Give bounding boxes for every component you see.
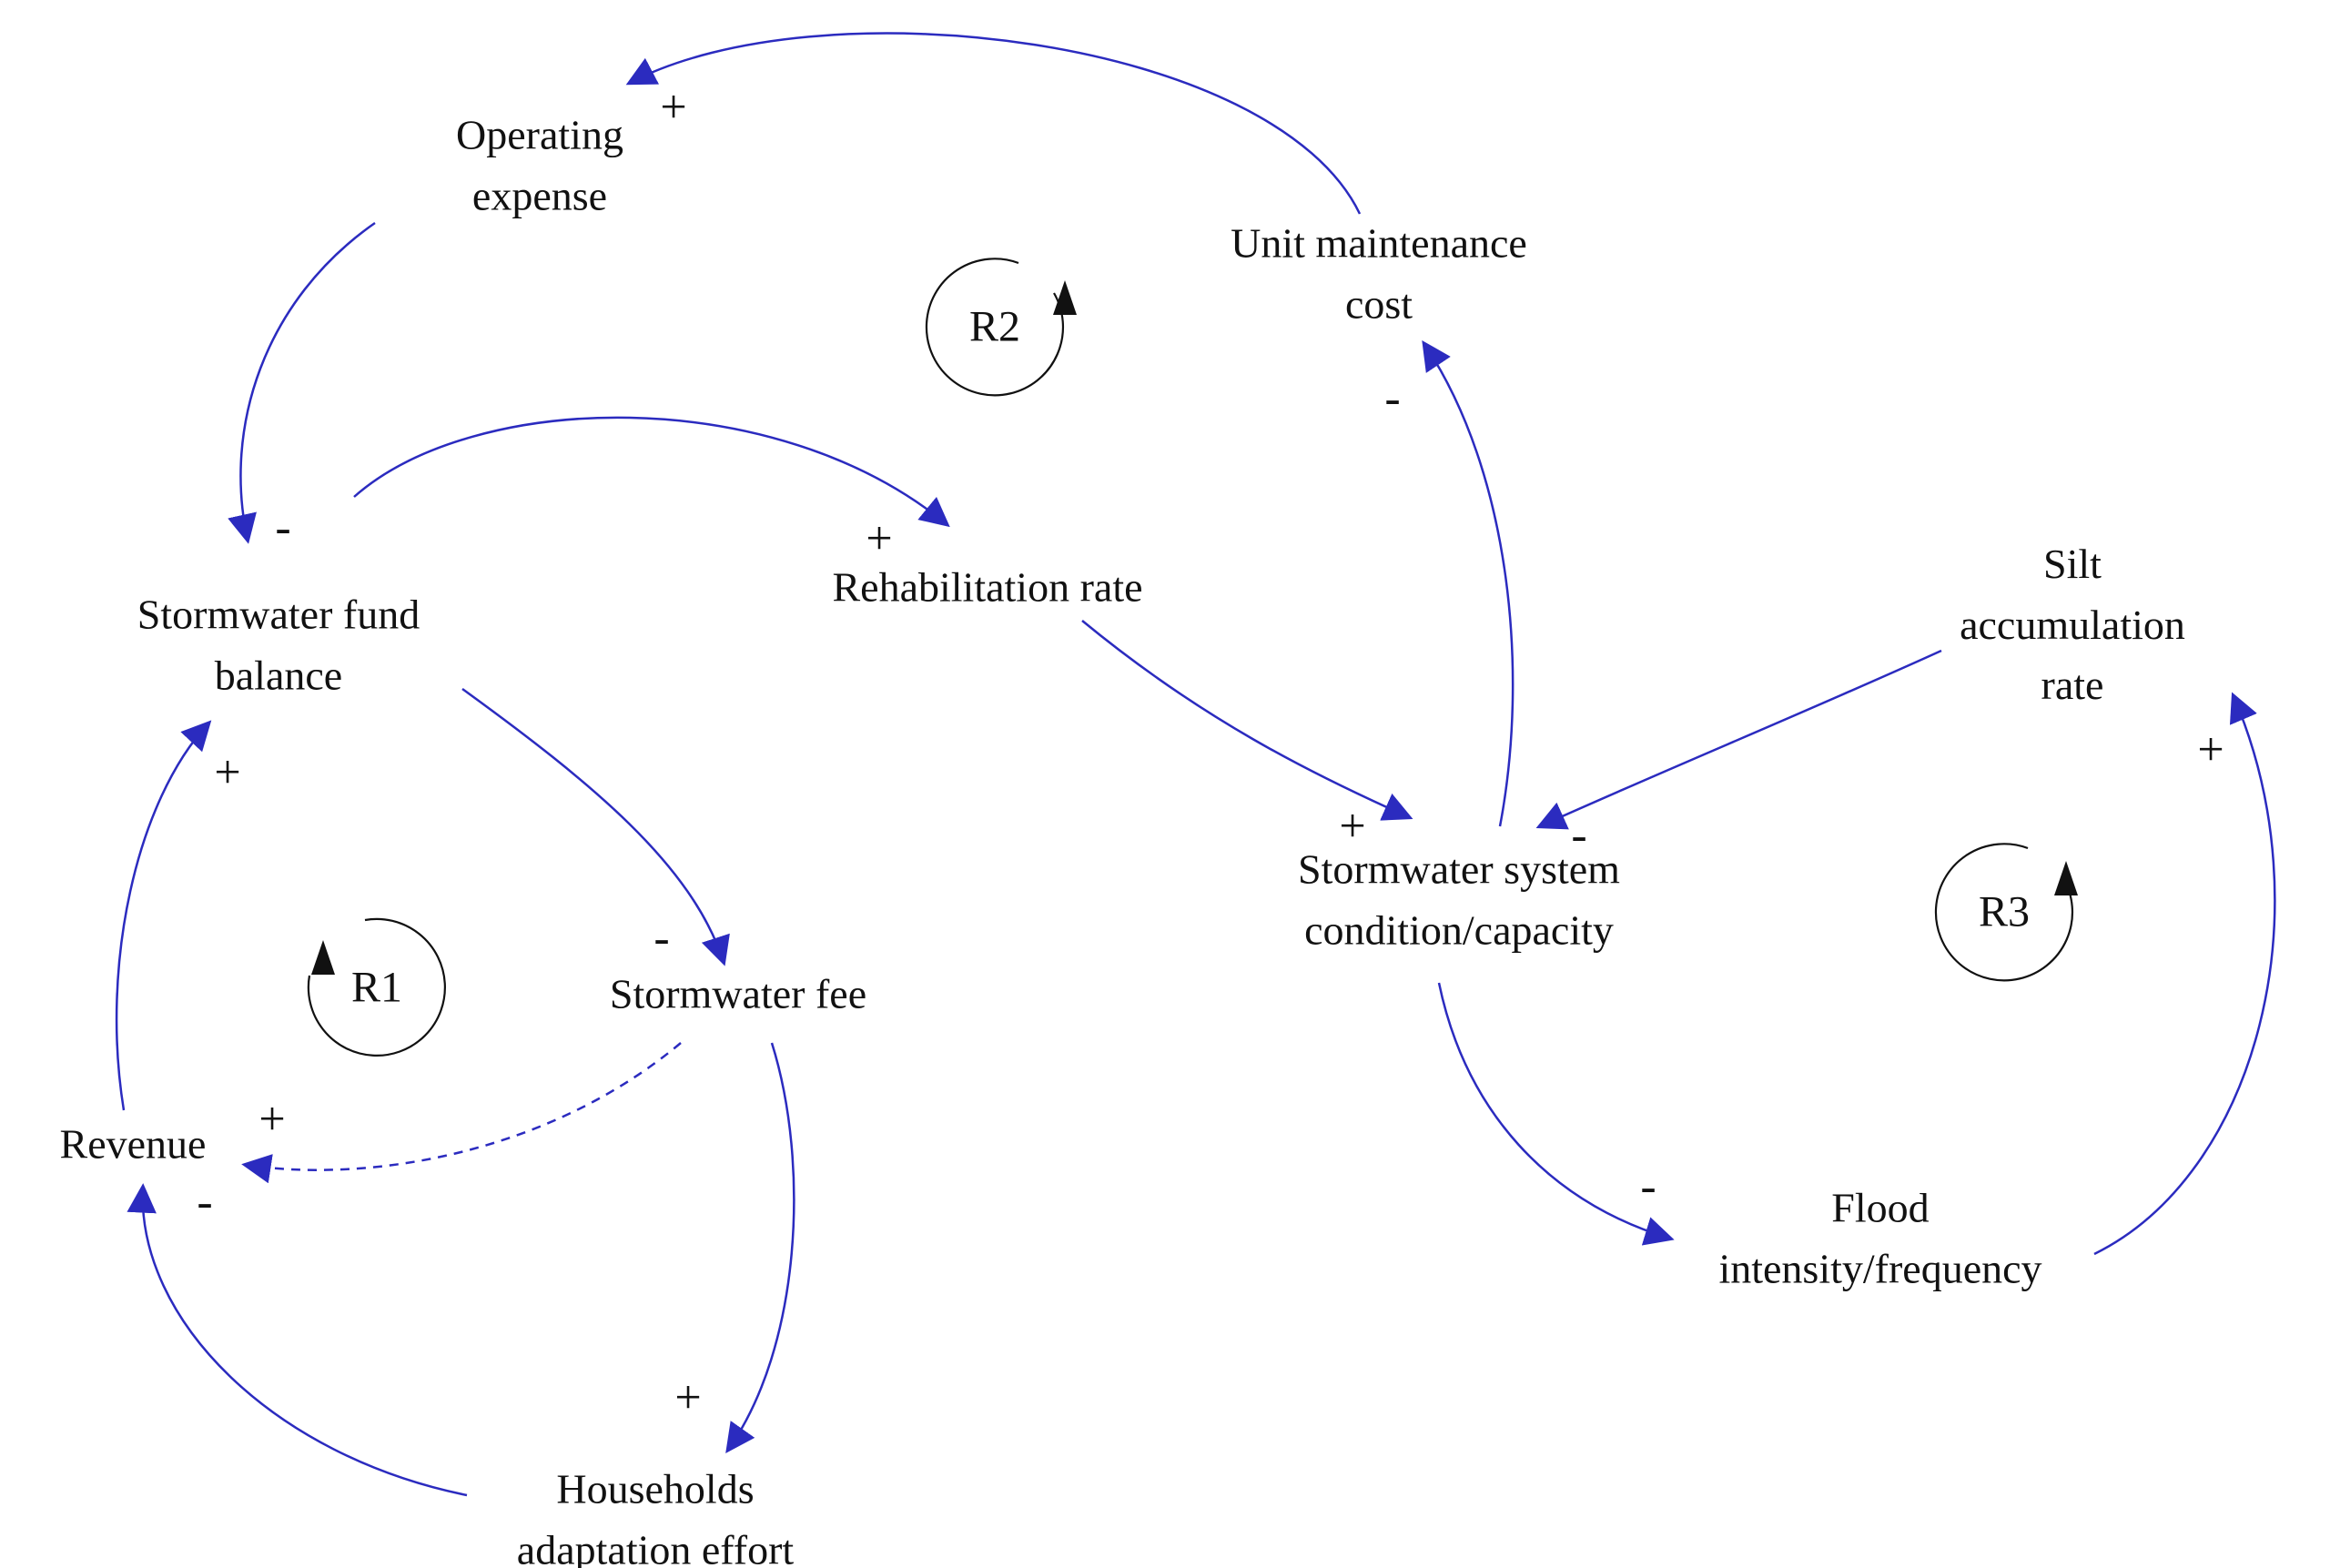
polarity-sign-unit-maintenance-to-operating: + bbox=[660, 81, 687, 134]
node-households-adaptation-effort: Households adaptation effort bbox=[516, 1465, 795, 1568]
polarity-sign-rehab-to-condition: + bbox=[1339, 800, 1366, 853]
loop-label-r2: R2 bbox=[968, 302, 1021, 351]
polarity-sign-households-to-revenue: - bbox=[197, 1176, 213, 1229]
polarity-sign-flood-to-silt: + bbox=[2197, 723, 2224, 776]
polarity-sign-condition-to-unit-maintenance: - bbox=[1384, 372, 1401, 425]
polarity-sign-fee-to-revenue: + bbox=[258, 1093, 286, 1146]
polarity-sign-silt-to-condition: - bbox=[1571, 809, 1587, 862]
edge-system-condition-to-flood-intensity bbox=[1437, 982, 1675, 1246]
node-stormwater-fund-balance: Stormwater fund balance bbox=[137, 591, 420, 698]
node-flood-intensity-frequency: Flood intensity/frequency bbox=[1718, 1184, 2042, 1291]
edge-system-condition-to-unit-maintenance bbox=[1422, 339, 1514, 827]
polarity-sign-fund-balance-to-fee: - bbox=[653, 912, 670, 965]
edge-rehabilitation-rate-to-system-condition bbox=[1081, 620, 1413, 821]
node-revenue: Revenue bbox=[59, 1120, 207, 1168]
edge-fund-balance-to-stormwater-fee bbox=[461, 687, 730, 966]
edge-revenue-to-fund-balance bbox=[115, 720, 212, 1111]
edge-silt-accumulation-to-system-condition bbox=[1535, 649, 1942, 830]
node-rehabilitation-rate: Rehabilitation rate bbox=[832, 563, 1143, 611]
node-silt-accumulation-rate: Silt accumulation rate bbox=[1960, 540, 2185, 709]
edge-households-to-revenue bbox=[127, 1183, 468, 1497]
loop-circle-r3 bbox=[1934, 843, 2073, 982]
edge-stormwater-fee-to-revenue bbox=[241, 1042, 682, 1184]
edge-unit-maintenance-to-operating-expense bbox=[625, 32, 1362, 215]
node-stormwater-system-condition: Stormwater system condition/capacity bbox=[1298, 845, 1620, 953]
polarity-sign-fee-to-households: + bbox=[674, 1371, 702, 1424]
polarity-sign-revenue-to-fund-balance: + bbox=[214, 746, 241, 799]
edge-stormwater-fee-to-households bbox=[725, 1042, 795, 1453]
node-unit-maintenance-cost: Unit maintenance cost bbox=[1231, 219, 1527, 327]
polarity-sign-fund-balance-to-rehab: + bbox=[866, 512, 893, 565]
polarity-sign-condition-to-flood: - bbox=[1640, 1160, 1656, 1213]
edge-flood-intensity-to-silt-accumulation bbox=[2093, 692, 2276, 1256]
edge-operating-expense-to-fund-balance bbox=[228, 221, 376, 544]
loop-label-r1: R1 bbox=[350, 963, 403, 1012]
loop-circle-r2 bbox=[925, 258, 1064, 397]
loop-arrow-r1-icon bbox=[311, 940, 335, 975]
polarity-sign-operating-to-fund-balance: - bbox=[275, 501, 291, 554]
node-stormwater-fee: Stormwater fee bbox=[609, 970, 867, 1017]
node-operating-expense: Operating expense bbox=[456, 111, 623, 218]
loop-arrow-r3-icon bbox=[2054, 861, 2078, 895]
loop-circle-r1 bbox=[307, 917, 446, 1057]
loop-arrow-r2-icon bbox=[1053, 280, 1077, 315]
loop-label-r3: R3 bbox=[1978, 887, 2031, 936]
edge-fund-balance-to-rehabilitation-rate bbox=[353, 416, 950, 528]
